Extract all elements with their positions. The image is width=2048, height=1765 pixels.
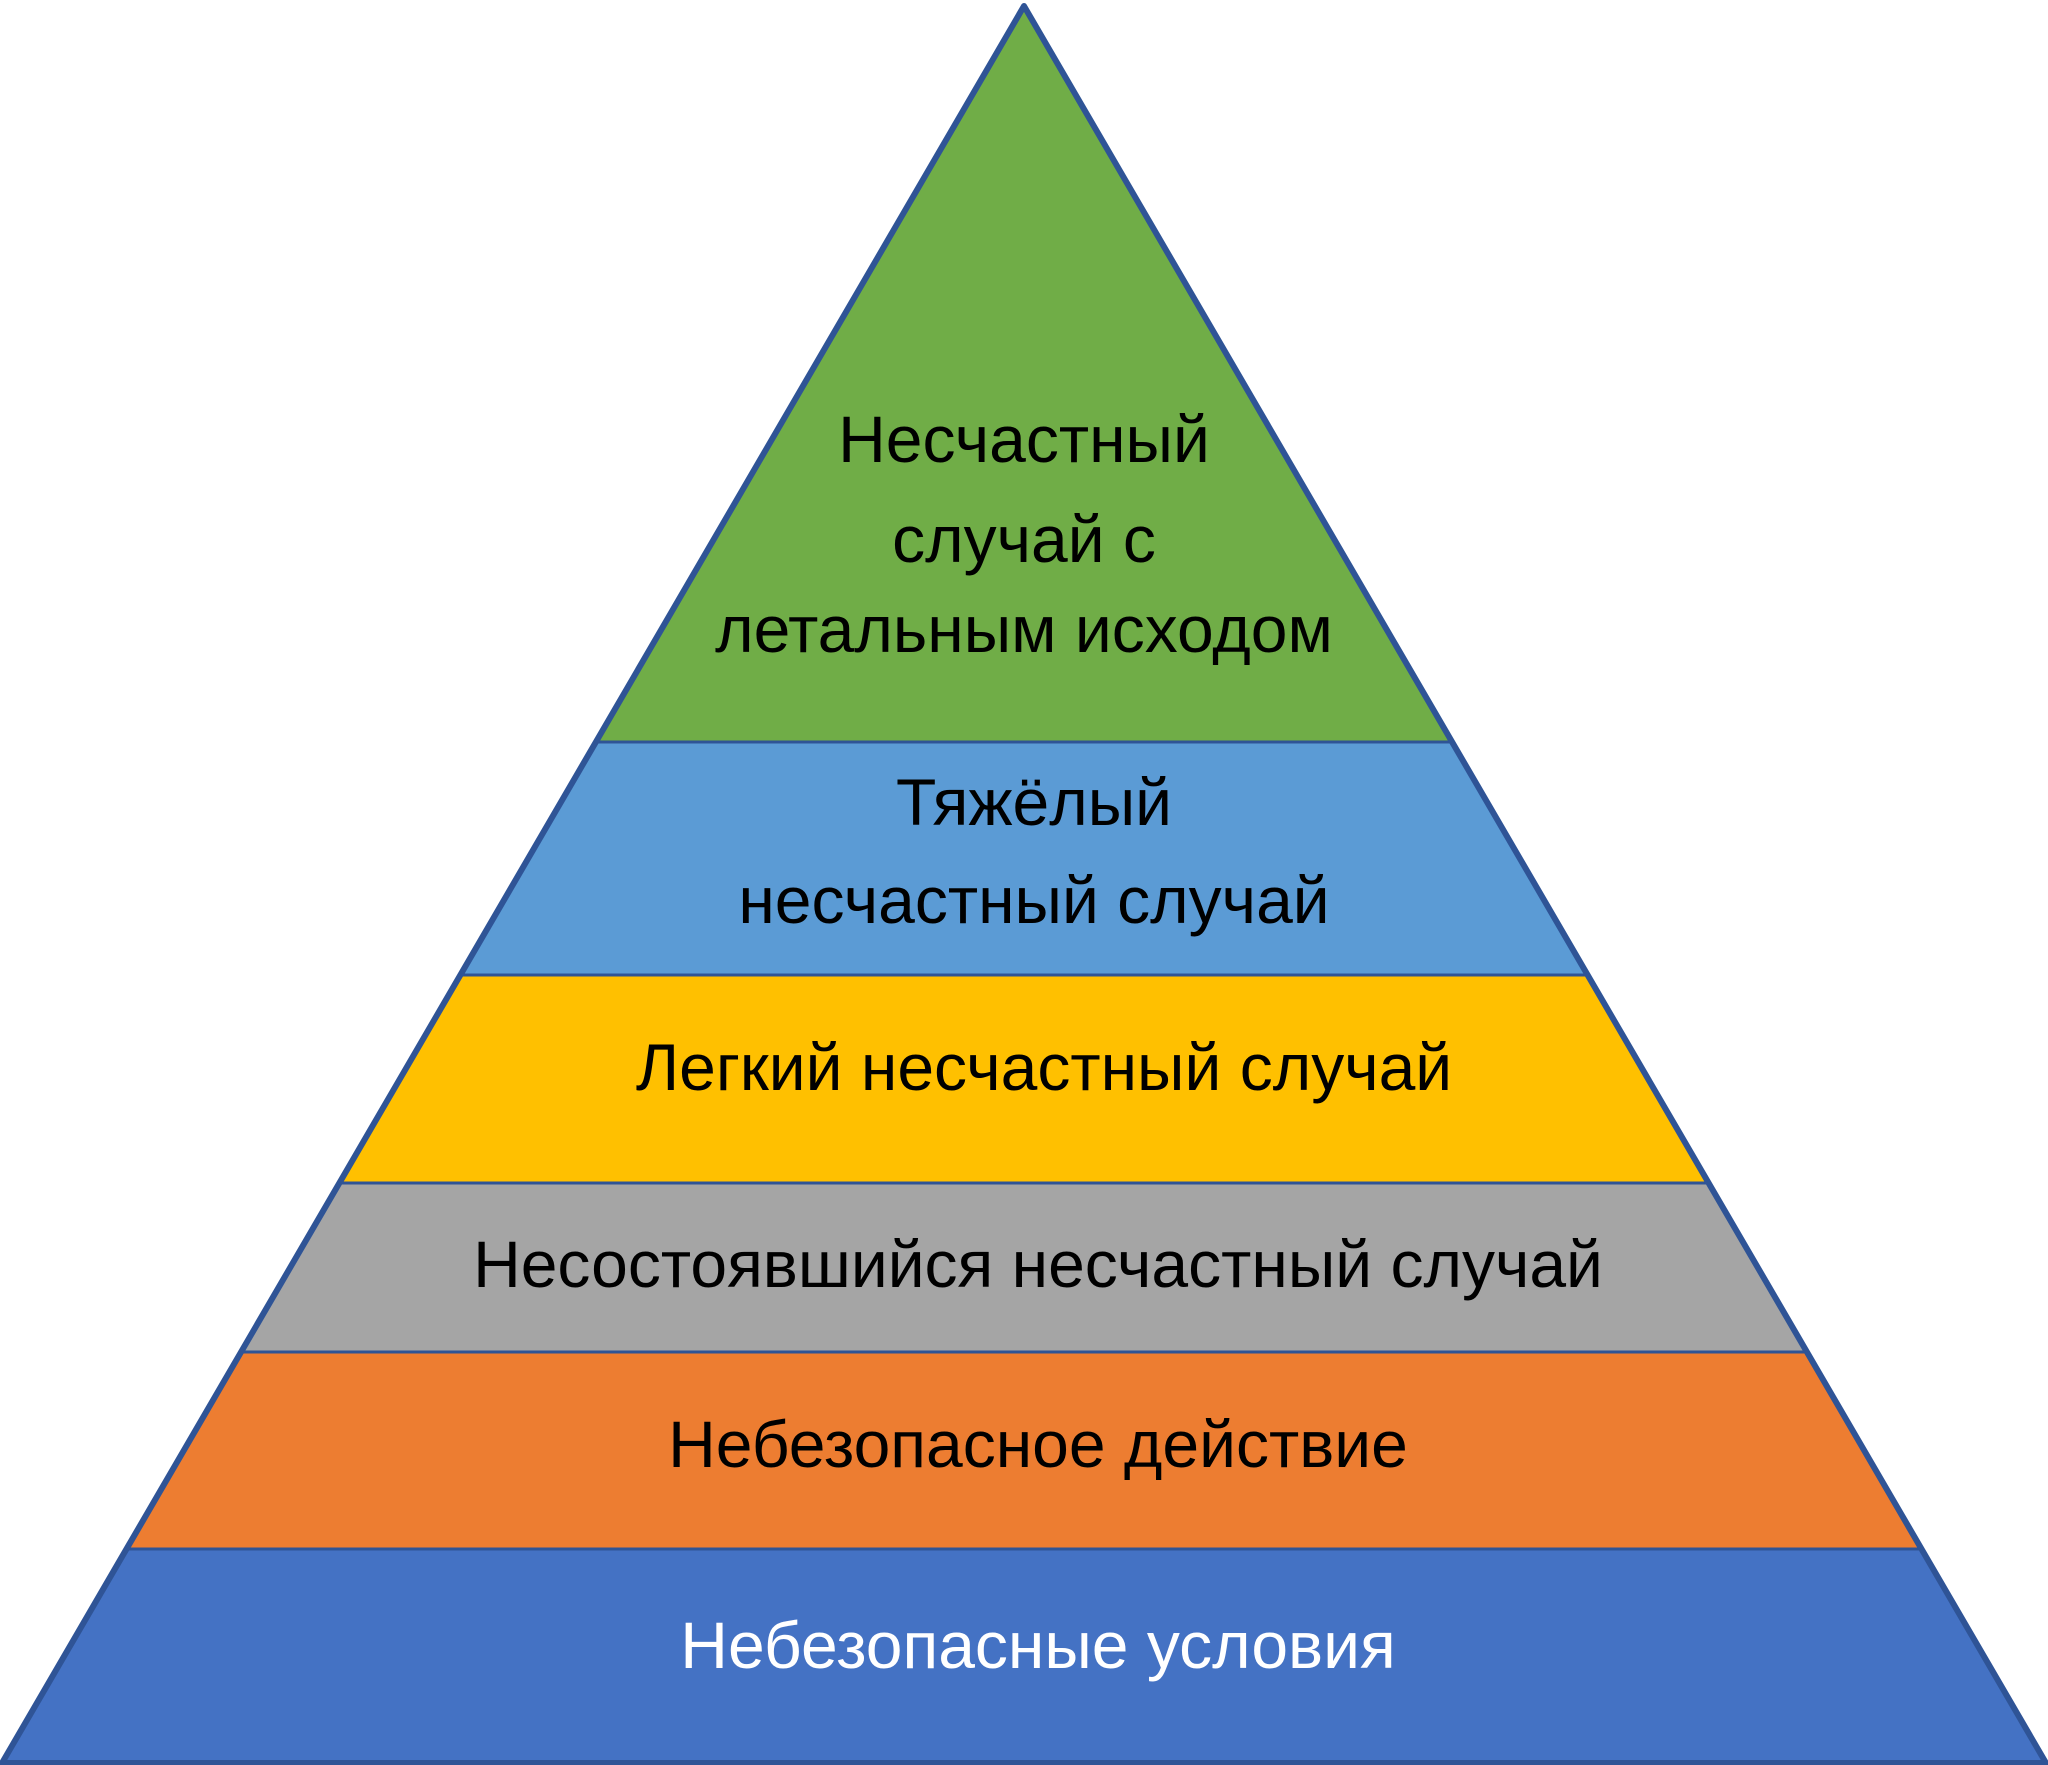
tier-serious-accident-label-line: несчастный случай xyxy=(738,863,1329,937)
tier-fatal-accident-label-line: летальным исходом xyxy=(715,592,1333,666)
tier-serious-accident-label-line: Тяжёлый xyxy=(896,765,1172,839)
tier-minor-accident-label-line: Легкий несчастный случай xyxy=(636,1030,1452,1104)
tier-fatal-accident-label-line: Несчастный xyxy=(838,402,1210,476)
tier-unsafe-action-label-line: Небезопасное действие xyxy=(668,1407,1408,1481)
tier-fatal-accident-label-line: случай с xyxy=(892,502,1156,576)
tier-unsafe-conditions-label-line: Небезопасные условия xyxy=(680,1608,1395,1682)
pyramid-outline xyxy=(0,3,2048,1765)
pyramid-labels: Несчастный случай с летальным исходомТяжёл… xyxy=(473,402,1603,1682)
tier-near-miss-label-line: Несостоявшийся несчастный случай xyxy=(473,1227,1603,1301)
